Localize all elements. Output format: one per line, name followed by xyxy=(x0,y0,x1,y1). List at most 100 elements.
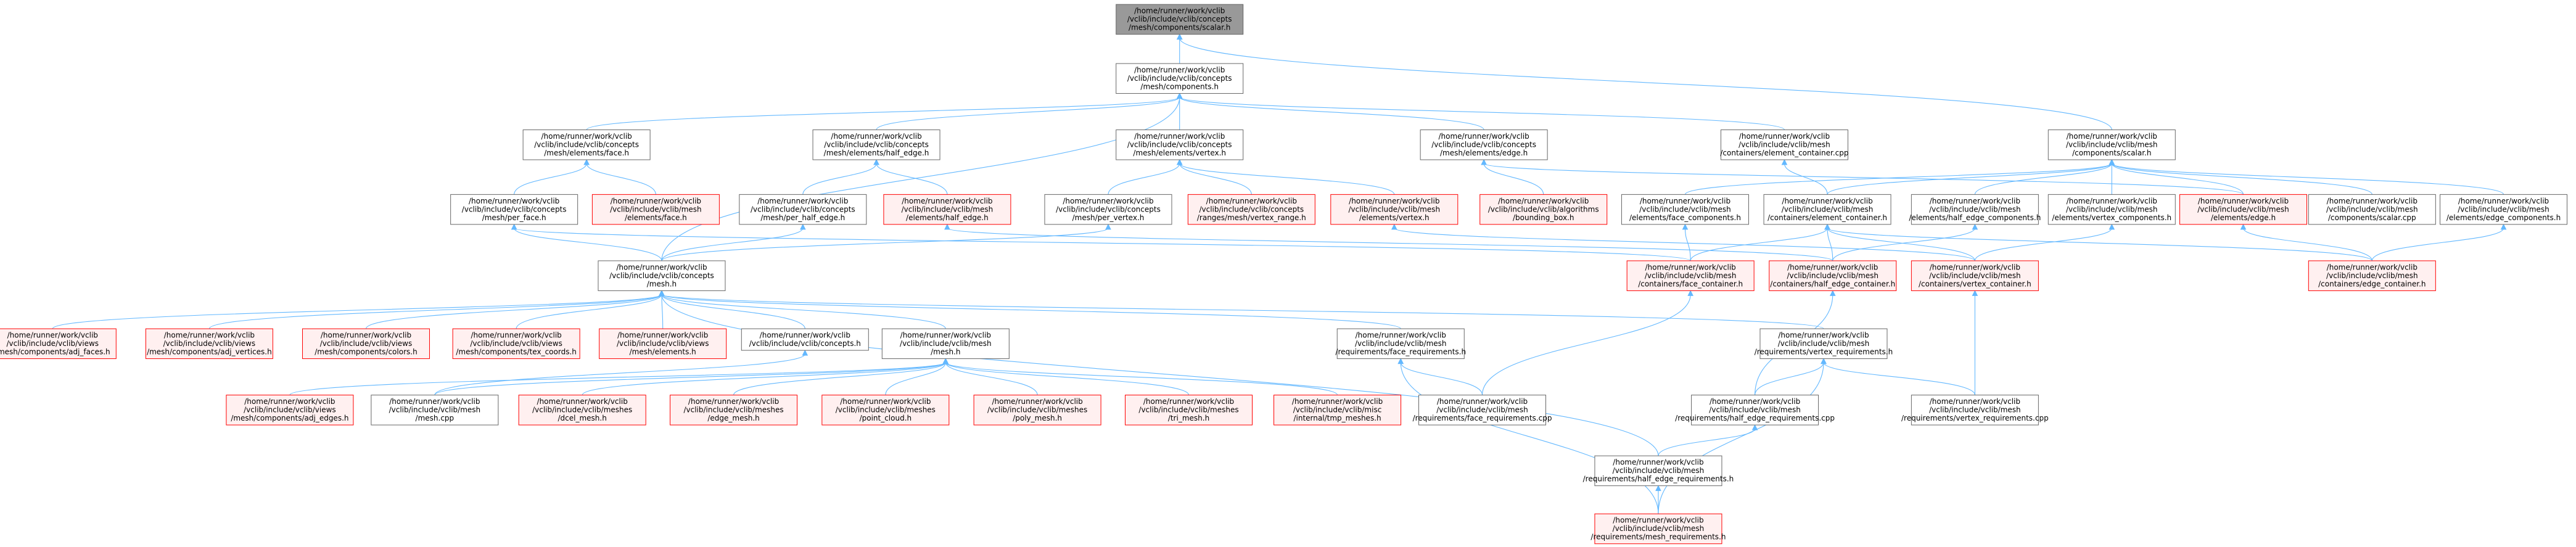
node-views-elements[interactable]: /home/runner/work/vclib/vclib/include/vc… xyxy=(599,328,727,360)
node-per-half-edge[interactable]: /home/runner/work/vclib/vclib/include/vc… xyxy=(739,194,867,225)
node-mesh-elements-face[interactable]: /home/runner/work/vclib/vclib/include/vc… xyxy=(591,194,720,225)
node-bounding-box[interactable]: /home/runner/work/vclib/vclib/include/vc… xyxy=(1479,194,1608,225)
node-label-line: /home/runner/work/vclib xyxy=(1498,197,1589,205)
node-edge-concept[interactable]: /home/runner/work/vclib/vclib/include/vc… xyxy=(1420,130,1548,160)
node-point-cloud[interactable]: /home/runner/work/vclib/vclib/include/vc… xyxy=(821,395,950,426)
node-label-line: /requirements/face_requirements.h xyxy=(1335,348,1466,356)
node-per-face[interactable]: /home/runner/work/vclib/vclib/include/vc… xyxy=(450,194,578,225)
node-half-edge-requirements-cpp[interactable]: /home/runner/work/vclib/vclib/include/vc… xyxy=(1675,395,1835,426)
node-label-line: /vclib/include/vclib/mesh xyxy=(1929,406,2021,414)
edge-mesh-requirements-h-to-half-edge-requirements-h xyxy=(1655,485,1661,514)
node-label-line: /vclib/include/vclib/mesh xyxy=(2066,205,2158,213)
node-adj-edges[interactable]: /home/runner/work/vclib/vclib/include/vc… xyxy=(226,395,354,426)
node-label-line: /vclib/include/vclib/mesh xyxy=(1645,271,1737,280)
node-label-line: /home/runner/work/vclib xyxy=(616,263,707,271)
node-mesh-elements-edge[interactable]: /home/runner/work/vclib/vclib/include/vc… xyxy=(2179,194,2307,225)
node-label-line: /mesh/elements/half_edge.h xyxy=(824,149,929,157)
node-label-line: /components/scalar.cpp xyxy=(2328,213,2416,222)
edge-colors-to-mesh-concept xyxy=(365,290,665,329)
node-half-edge-requirements-h[interactable]: /home/runner/work/vclib/vclib/include/vc… xyxy=(1583,455,1734,487)
node-edge-components[interactable]: /home/runner/work/vclib/vclib/include/vc… xyxy=(2440,194,2568,225)
node-edge-container[interactable]: /home/runner/work/vclib/vclib/include/vc… xyxy=(2308,260,2436,291)
edge-mesh-elements-edge-to-mesh-scalar-h xyxy=(2109,158,2244,195)
node-element-container-h[interactable]: /home/runner/work/vclib/vclib/include/vc… xyxy=(1763,194,1891,225)
edge-face-container-to-per-face xyxy=(511,223,1691,261)
node-vertex-concept[interactable]: /home/runner/work/vclib/vclib/include/vc… xyxy=(1116,130,1244,160)
node-label-line: /home/runner/work/vclib xyxy=(1782,197,1872,205)
edge-element-container-h-to-mesh-scalar-h xyxy=(1827,158,2115,195)
node-label-line: /vclib/include/vclib/concepts xyxy=(462,205,567,213)
node-vertex-requirements-h[interactable]: /home/runner/work/vclib/vclib/include/vc… xyxy=(1755,328,1893,360)
node-vertex-range[interactable]: /home/runner/work/vclib/vclib/include/vc… xyxy=(1187,194,1315,225)
node-box xyxy=(1116,130,1244,160)
node-tmp-meshes[interactable]: /home/runner/work/vclib/vclib/include/vc… xyxy=(1274,395,1402,426)
node-half-edge-container[interactable]: /home/runner/work/vclib/vclib/include/vc… xyxy=(1769,260,1897,291)
node-label-line: /vclib/include/vclib/mesh xyxy=(1739,141,1830,149)
node-tri-mesh[interactable]: /home/runner/work/vclib/vclib/include/vc… xyxy=(1125,395,1253,426)
node-mesh-elements-half-edge[interactable]: /home/runner/work/vclib/vclib/include/vc… xyxy=(883,194,1011,225)
node-label-line: /vclib/include/vclib/mesh xyxy=(2326,271,2418,280)
node-face-requirements-h[interactable]: /home/runner/work/vclib/vclib/include/vc… xyxy=(1335,328,1466,360)
node-box xyxy=(2308,194,2436,225)
node-box xyxy=(598,260,726,291)
node-mesh-mesh-h[interactable]: /home/runner/work/vclib/vclib/include/vc… xyxy=(881,328,1010,360)
node-half-edge-components[interactable]: /home/runner/work/vclib/vclib/include/vc… xyxy=(1909,194,2041,225)
edge-point-cloud-to-mesh-mesh-h xyxy=(885,358,949,395)
node-concepts-h[interactable]: /home/runner/work/vclib/vclib/include/vc… xyxy=(741,328,869,351)
node-scalar-concept[interactable]: /home/runner/work/vclib/vclib/include/vc… xyxy=(1116,4,1244,35)
node-dcel-mesh[interactable]: /home/runner/work/vclib/vclib/include/vc… xyxy=(518,395,646,426)
node-face-concept[interactable]: /home/runner/work/vclib/vclib/include/vc… xyxy=(522,130,651,160)
edge-mesh-elements-half-edge-to-half-edge-concept xyxy=(873,158,948,195)
node-vertex-components[interactable]: /home/runner/work/vclib/vclib/include/vc… xyxy=(2047,194,2176,225)
node-box xyxy=(302,328,430,360)
node-label-line: /home/runner/work/vclib xyxy=(2327,263,2418,271)
node-label-line: /vclib/include/vclib/concepts xyxy=(1127,141,1232,149)
node-box xyxy=(1336,328,1465,360)
edge-edge-container-to-mesh-elements-edge xyxy=(2240,223,2372,261)
node-label-line: /mesh/components/adj_faces.h xyxy=(0,348,110,356)
node-label-line: /requirements/mesh_requirements.h xyxy=(1590,533,1726,541)
node-colors[interactable]: /home/runner/work/vclib/vclib/include/vc… xyxy=(302,328,430,360)
node-label-line: /tri_mesh.h xyxy=(1168,414,1209,422)
node-half-edge-concept[interactable]: /home/runner/work/vclib/vclib/include/vc… xyxy=(812,130,940,160)
node-label-line: /elements/vertex.h xyxy=(1359,213,1430,222)
node-box xyxy=(821,395,950,426)
node-label-line: /containers/element_container.cpp xyxy=(1720,149,1848,157)
node-label-line: /home/runner/work/vclib xyxy=(840,397,931,406)
node-mesh-requirements-h[interactable]: /home/runner/work/vclib/vclib/include/vc… xyxy=(1590,513,1726,545)
node-box xyxy=(1116,63,1244,94)
node-box xyxy=(1594,513,1722,545)
node-mesh-elements-vertex[interactable]: /home/runner/work/vclib/vclib/include/vc… xyxy=(1330,194,1459,225)
edge-mesh-elements-vertex-to-vertex-concept xyxy=(1176,158,1395,195)
node-adj-vertices[interactable]: /home/runner/work/vclib/vclib/include/vc… xyxy=(145,328,273,360)
node-face-components[interactable]: /home/runner/work/vclib/vclib/include/vc… xyxy=(1621,194,1749,225)
node-edge-mesh[interactable]: /home/runner/work/vclib/vclib/include/vc… xyxy=(670,395,798,426)
node-label-line: /vclib/include/vclib/algorithms xyxy=(1488,205,1599,213)
node-label-line: /home/runner/work/vclib xyxy=(537,397,628,406)
node-element-container-cpp[interactable]: /home/runner/work/vclib/vclib/include/vc… xyxy=(1720,130,1848,160)
node-label-line: /vclib/include/vclib/concepts xyxy=(534,141,639,149)
node-label-line: /poly_mesh.h xyxy=(1013,414,1062,422)
node-adj-faces[interactable]: /home/runner/work/vclib/vclib/include/vc… xyxy=(0,328,117,360)
node-label-line: /vclib/include/vclib/mesh xyxy=(1782,205,1874,213)
node-poly-mesh[interactable]: /home/runner/work/vclib/vclib/include/vc… xyxy=(973,395,1101,426)
node-mesh-concept[interactable]: /home/runner/work/vclib/vclib/include/vc… xyxy=(598,260,726,291)
node-mesh-scalar-h[interactable]: /home/runner/work/vclib/vclib/include/vc… xyxy=(2047,130,2176,160)
node-label-line: /vclib/include/vclib/views xyxy=(7,339,99,348)
node-label-line: /internal/tmp_meshes.h xyxy=(1293,414,1381,422)
node-label-line: /home/runner/work/vclib xyxy=(469,197,559,205)
node-face-requirements-cpp[interactable]: /home/runner/work/vclib/vclib/include/vc… xyxy=(1413,395,1552,426)
node-label-line: /home/runner/work/vclib xyxy=(471,331,561,340)
node-tex-coords[interactable]: /home/runner/work/vclib/vclib/include/vc… xyxy=(452,328,580,360)
node-components-concept[interactable]: /home/runner/work/vclib/vclib/include/vc… xyxy=(1116,63,1244,94)
node-per-vertex[interactable]: /home/runner/work/vclib/vclib/include/vc… xyxy=(1044,194,1172,225)
node-mesh-cpp[interactable]: /home/runner/work/vclib/vclib/include/vc… xyxy=(371,395,499,426)
edge-vertex-requirements-h-to-mesh-concept xyxy=(659,290,1824,329)
node-vertex-requirements-cpp[interactable]: /home/runner/work/vclib/vclib/include/vc… xyxy=(1901,395,2049,426)
node-vertex-container[interactable]: /home/runner/work/vclib/vclib/include/vc… xyxy=(1911,260,2039,291)
node-face-container[interactable]: /home/runner/work/vclib/vclib/include/vc… xyxy=(1626,260,1755,291)
node-box xyxy=(812,130,940,160)
node-scalar-cpp[interactable]: /home/runner/work/vclib/vclib/include/vc… xyxy=(2308,194,2436,225)
node-label-line: /ranges/mesh/vertex_range.h xyxy=(1197,213,1306,222)
edge-bounding-box-to-edge-concept xyxy=(1481,158,1544,195)
